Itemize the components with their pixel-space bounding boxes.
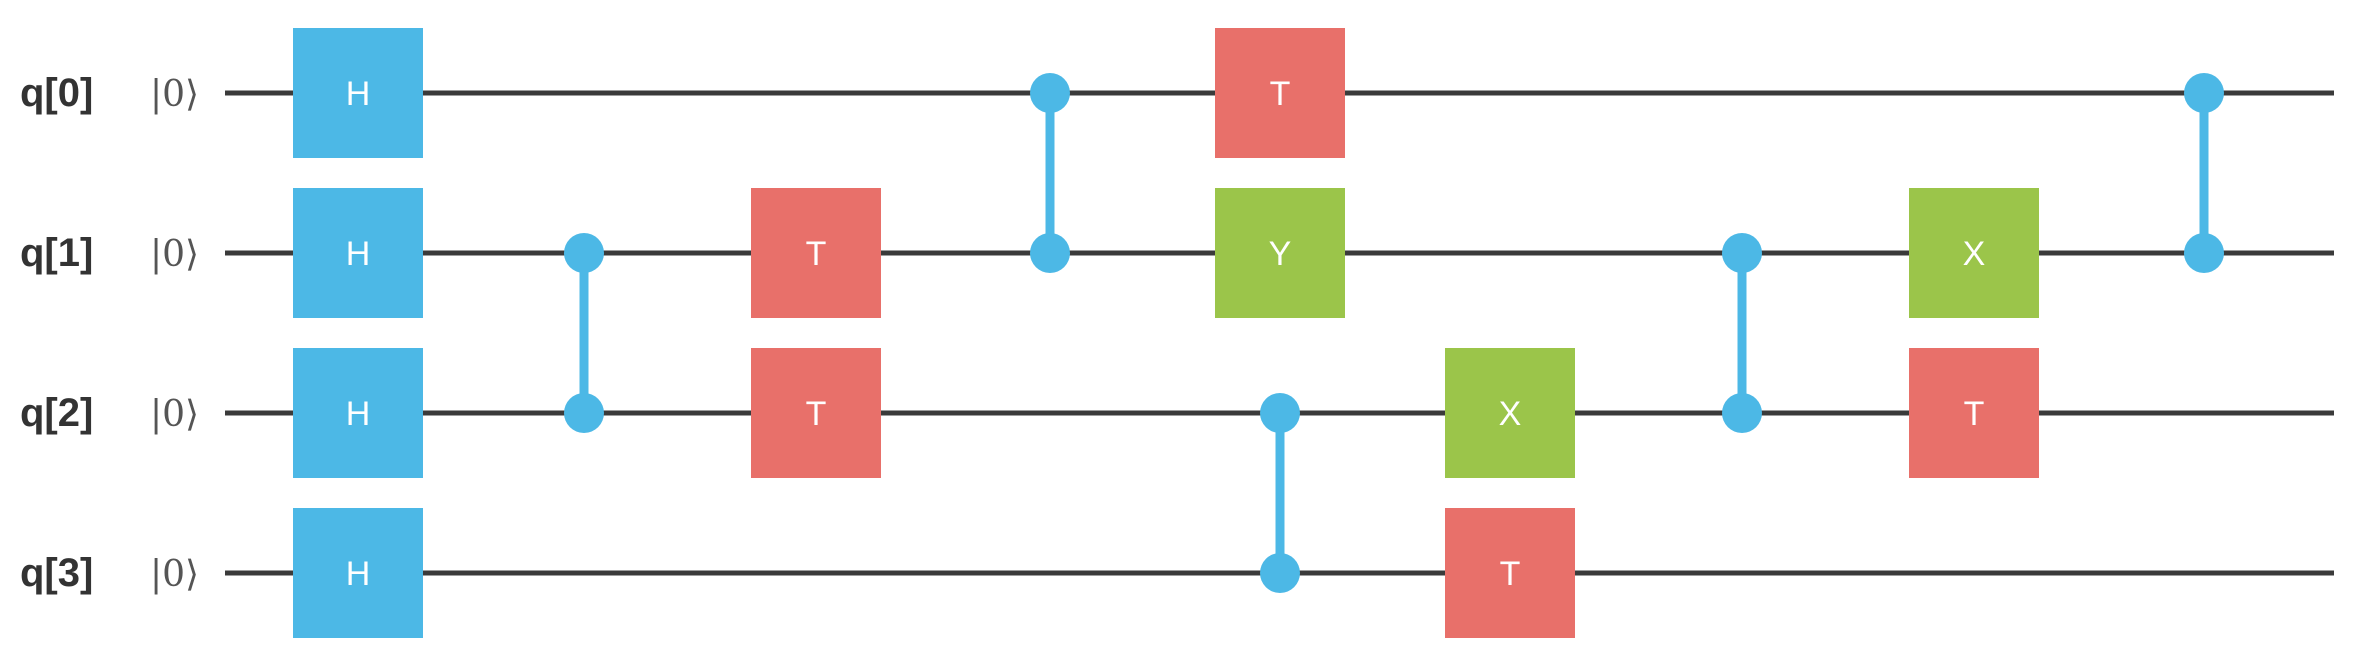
control-dot bbox=[564, 233, 604, 273]
gate-t: T bbox=[1445, 508, 1575, 638]
gate-box bbox=[1215, 188, 1345, 318]
control-dot bbox=[1260, 393, 1300, 433]
controlled-gate bbox=[1722, 233, 1762, 433]
control-dot bbox=[2184, 73, 2224, 113]
controlled-gate bbox=[2184, 73, 2224, 273]
gate-box bbox=[751, 348, 881, 478]
control-dot bbox=[1722, 233, 1762, 273]
gate-label: H bbox=[346, 235, 371, 273]
gate-x: X bbox=[1445, 348, 1575, 478]
initial-state: |0⟩ bbox=[150, 394, 199, 435]
gate-label: T bbox=[1270, 75, 1291, 113]
qubit-label: q[1] bbox=[20, 231, 93, 275]
controlled-gate bbox=[564, 233, 604, 433]
gate-t: T bbox=[751, 348, 881, 478]
gate-box bbox=[1445, 348, 1575, 478]
controlled-gate bbox=[1260, 393, 1300, 593]
gate-label: T bbox=[1500, 555, 1521, 593]
control-dot bbox=[1722, 393, 1762, 433]
initial-state: |0⟩ bbox=[150, 554, 199, 595]
gate-box bbox=[293, 188, 423, 318]
gate-box bbox=[1215, 28, 1345, 158]
initial-state: |0⟩ bbox=[150, 74, 199, 115]
gate-box bbox=[293, 348, 423, 478]
control-dot bbox=[1030, 233, 1070, 273]
initial-state: |0⟩ bbox=[150, 234, 199, 275]
gate-label: T bbox=[806, 395, 827, 433]
gate-t: T bbox=[751, 188, 881, 318]
control-dot bbox=[2184, 233, 2224, 273]
gate-h: H bbox=[293, 188, 423, 318]
control-dot bbox=[1030, 73, 1070, 113]
gate-box bbox=[293, 508, 423, 638]
gate-label: X bbox=[1499, 395, 1522, 433]
gate-box bbox=[1909, 348, 2039, 478]
gate-label: H bbox=[346, 395, 371, 433]
qubit-label: q[3] bbox=[20, 551, 93, 595]
gate-box bbox=[1909, 188, 2039, 318]
gate-label: T bbox=[1964, 395, 1985, 433]
control-dot bbox=[564, 393, 604, 433]
gate-t: T bbox=[1909, 348, 2039, 478]
gate-label: X bbox=[1963, 235, 1986, 273]
gate-box bbox=[293, 28, 423, 158]
gate-h: H bbox=[293, 28, 423, 158]
controlled-gate bbox=[1030, 73, 1070, 273]
gate-x: X bbox=[1909, 188, 2039, 318]
qubit-label: q[0] bbox=[20, 71, 93, 115]
gate-label: H bbox=[346, 555, 371, 593]
gate-box bbox=[751, 188, 881, 318]
gate-y: Y bbox=[1215, 188, 1345, 318]
control-dot bbox=[1260, 553, 1300, 593]
gate-label: Y bbox=[1269, 235, 1292, 273]
gate-label: H bbox=[346, 75, 371, 113]
qubit-label: q[2] bbox=[20, 391, 93, 435]
gate-box bbox=[1445, 508, 1575, 638]
gate-label: T bbox=[806, 235, 827, 273]
gate-h: H bbox=[293, 508, 423, 638]
gate-t: T bbox=[1215, 28, 1345, 158]
gate-h: H bbox=[293, 348, 423, 478]
